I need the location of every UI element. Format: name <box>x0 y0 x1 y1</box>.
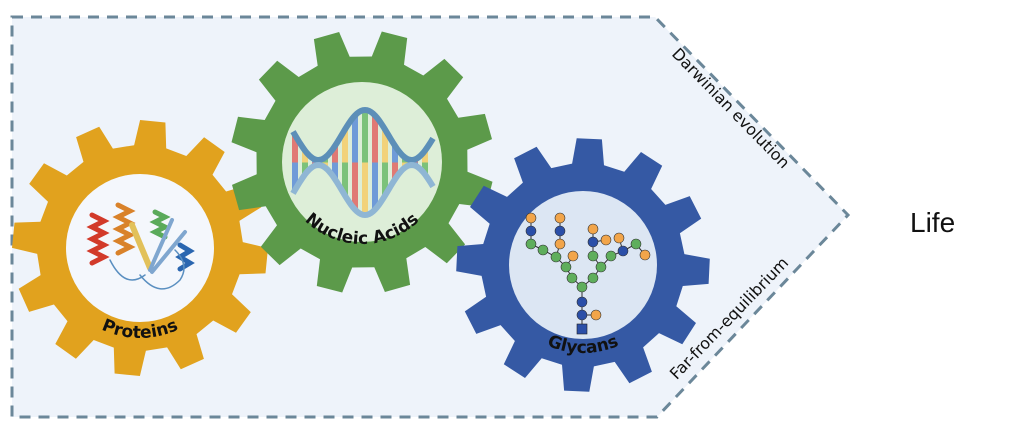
glycan-node <box>600 234 612 246</box>
glycan-node <box>630 238 642 250</box>
dna-base-pair <box>352 115 358 163</box>
gear-nucleic-acids: Nucleic Acids <box>231 31 493 293</box>
dna-base-pair <box>332 162 338 180</box>
glycan-node <box>590 309 602 321</box>
dna-base-pair <box>352 162 358 210</box>
dna-base-pair <box>382 129 388 163</box>
gear-glycans-hole <box>509 191 657 339</box>
gear-glycans: Glycans <box>456 138 710 392</box>
dna-base-pair <box>372 115 378 163</box>
glycan-node <box>550 251 562 263</box>
glycan-node <box>560 261 572 273</box>
glycan-node <box>587 223 599 235</box>
glycan-node <box>554 212 566 224</box>
glycan-tree-icon <box>525 212 651 335</box>
glycan-node <box>566 272 578 284</box>
glycan-node <box>576 309 588 321</box>
glycan-node <box>587 250 599 262</box>
dna-base-pair <box>392 145 398 163</box>
glycan-node <box>587 236 599 248</box>
glycan-node <box>554 238 566 250</box>
dna-base-pair <box>292 162 298 190</box>
glycan-node <box>613 232 625 244</box>
dna-base-pair <box>422 162 428 175</box>
glycan-node <box>576 281 588 293</box>
glycan-node <box>567 250 579 262</box>
gear-proteins: Proteins <box>12 120 268 376</box>
dna-base-pair <box>302 162 308 175</box>
dna-base-pair <box>422 150 428 163</box>
glycan-node <box>576 296 588 308</box>
life-label: Life <box>910 207 955 238</box>
glycan-node <box>605 250 617 262</box>
glycan-square-node <box>576 323 588 335</box>
dna-base-pair <box>362 162 368 215</box>
glycan-node <box>525 212 537 224</box>
dna-base-pair <box>342 129 348 163</box>
dna-base-pair <box>392 162 398 180</box>
protein-structure-icon <box>86 202 195 290</box>
dna-base-pair <box>362 110 368 163</box>
dna-strand <box>290 106 436 164</box>
glycan-node <box>639 249 651 261</box>
glycan-node <box>525 238 537 250</box>
dna-strand <box>290 161 436 219</box>
glycan-node <box>537 244 549 256</box>
dna-base-pair <box>332 145 338 163</box>
dna-helix-icon <box>290 106 436 219</box>
glycan-node <box>617 245 629 257</box>
dna-base-pair <box>342 162 348 196</box>
dna-base-pair <box>372 162 378 210</box>
dna-base-pair <box>302 150 308 163</box>
glycan-node <box>595 261 607 273</box>
glycan-node <box>525 225 537 237</box>
glycan-node <box>587 272 599 284</box>
glycan-node <box>554 225 566 237</box>
dna-base-pair <box>382 162 388 196</box>
dna-base-pair <box>292 135 298 163</box>
